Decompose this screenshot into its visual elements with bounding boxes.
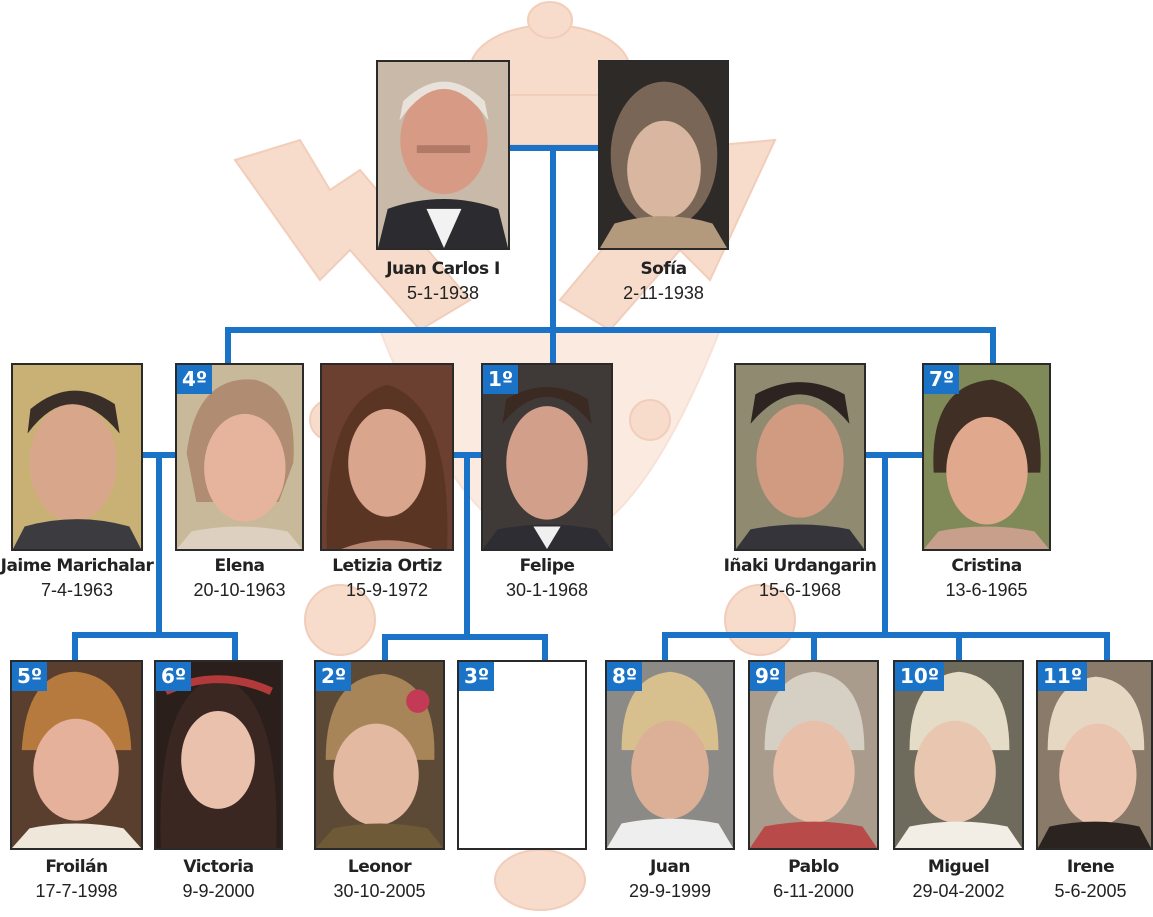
birth-date: 5-1-1938 [406, 283, 480, 303]
succession-badge: 8º [607, 662, 643, 691]
portrait-juan-carlos [376, 60, 510, 250]
succession-badge: 10º [895, 662, 945, 691]
portrait-sofia [598, 60, 729, 250]
succession-badge: 1º [483, 365, 519, 394]
person-name: Letizia Ortiz [332, 556, 442, 576]
birth-date: 17-7-1998 [35, 881, 118, 901]
caption-cristina: Cristina 13-6-1965 [912, 555, 1061, 603]
caption-juan: Juan 29-9-1999 [595, 856, 745, 904]
person-name: Miguel [927, 857, 990, 877]
empty-portrait: 3º [457, 660, 587, 850]
caption-juan-carlos: Juan Carlos I 5-1-1938 [356, 258, 530, 306]
portrait-inaki [734, 363, 866, 551]
birth-date: 15-9-1972 [345, 580, 429, 600]
caption-sofia: Sofía 2-11-1938 [578, 258, 749, 306]
portrait-letizia [320, 363, 454, 551]
birth-date: 13-6-1965 [945, 580, 1028, 600]
portrait-felipe: 1º [481, 363, 613, 551]
birth-date: 30-10-2005 [333, 881, 426, 901]
portrait-miguel: 10º [893, 660, 1024, 850]
caption-inaki: Iñaki Urdangarin 15-6-1968 [719, 555, 881, 603]
caption-victoria: Victoria 9-9-2000 [144, 856, 293, 904]
birth-date: 20-10-1963 [193, 580, 286, 600]
caption-irene: Irene 5-6-2005 [1028, 856, 1153, 904]
person-name: Jaime Marichalar [0, 556, 154, 576]
person-name: Juan [649, 857, 691, 877]
person-name: Victoria [183, 857, 254, 877]
person-name: Froilán [45, 857, 108, 877]
caption-miguel: Miguel 29-04-2002 [883, 856, 1034, 904]
person-name: Juan Carlos I [386, 259, 500, 279]
birth-date: 29-9-1999 [628, 881, 712, 901]
succession-badge: 2º [316, 662, 352, 691]
birth-date: 29-04-2002 [912, 881, 1005, 901]
portrait-leonor: 2º [314, 660, 445, 850]
succession-badge: 3º [459, 662, 495, 691]
caption-leonor: Leonor 30-10-2005 [304, 856, 455, 904]
person-name: Iñaki Urdangarin [723, 556, 877, 576]
person-name: Felipe [519, 556, 575, 576]
caption-elena: Elena 20-10-1963 [165, 555, 314, 603]
caption-letizia: Letizia Ortiz 15-9-1972 [305, 555, 469, 603]
succession-badge: 6º [156, 662, 192, 691]
birth-date: 5-6-2005 [1054, 881, 1127, 901]
birth-date: 30-1-1968 [505, 580, 589, 600]
succession-badge: 5º [12, 662, 48, 691]
caption-felipe: Felipe 30-1-1968 [471, 555, 623, 603]
portrait-froilan: 5º [10, 660, 143, 850]
caption-froilan: Froilán 17-7-1998 [5, 856, 148, 904]
portrait-jaime [11, 363, 143, 551]
caption-jaime: Jaime Marichalar 7-4-1963 [0, 555, 158, 603]
portrait-irene: 11º [1036, 660, 1153, 850]
portrait-juan: 8º [605, 660, 735, 850]
person-name: Cristina [951, 556, 1022, 576]
succession-badge: 4º [177, 365, 213, 394]
succession-badge: 11º [1038, 662, 1088, 691]
birth-date: 6-11-2000 [773, 881, 854, 901]
succession-badge: 7º [924, 365, 960, 394]
birth-date: 7-4-1963 [40, 580, 114, 600]
birth-date: 2-11-1938 [623, 283, 704, 303]
person-name: Leonor [347, 857, 412, 877]
birth-date: 9-9-2000 [182, 881, 255, 901]
portrait-pablo: 9º [748, 660, 879, 850]
portrait-cristina: 7º [922, 363, 1051, 551]
person-name: Sofía [640, 259, 687, 279]
portrait-victoria: 6º [154, 660, 283, 850]
person-name: Elena [214, 556, 265, 576]
person-name: Irene [1066, 857, 1115, 877]
caption-pablo: Pablo 6-11-2000 [738, 856, 889, 904]
person-name: Pablo [788, 857, 839, 877]
portrait-elena: 4º [175, 363, 304, 551]
birth-date: 15-6-1968 [758, 580, 842, 600]
succession-badge: 9º [750, 662, 786, 691]
